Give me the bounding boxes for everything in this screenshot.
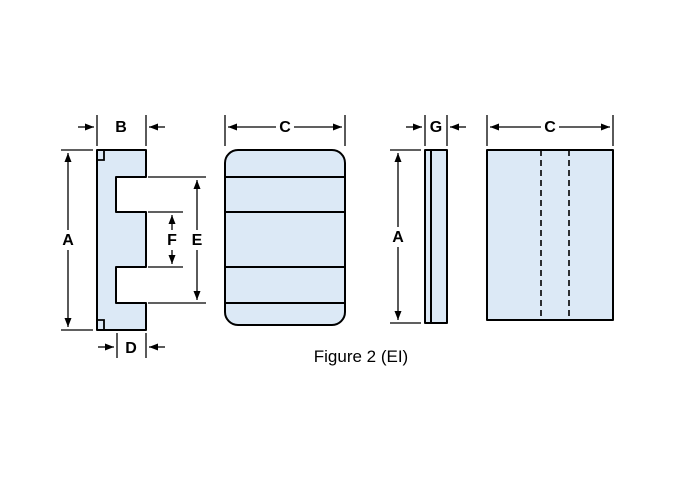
dim-label-G: G xyxy=(430,119,442,136)
dimension-F: F xyxy=(148,211,183,268)
dim-label-E: E xyxy=(192,232,203,249)
dim-label-A: A xyxy=(392,229,404,246)
dim-label-B: B xyxy=(115,119,127,136)
dimension-B: B xyxy=(78,115,165,146)
i-bar-front-view: C xyxy=(486,115,614,321)
figure-caption: Figure 2 (EI) xyxy=(314,347,408,366)
i-bar-side-view: G A xyxy=(389,115,466,324)
label-mask xyxy=(389,227,407,247)
label-mask xyxy=(276,117,294,136)
e-core-front-body xyxy=(224,149,346,326)
dimension-D: D xyxy=(98,333,165,358)
i-bar-front-body xyxy=(486,149,614,321)
interlock-notch-top xyxy=(97,150,105,161)
e-core-front-view: C xyxy=(224,115,346,326)
dimension-C-ibar: C xyxy=(486,115,614,146)
i-bar-side-body xyxy=(424,149,448,324)
dimension-A-ibar: A xyxy=(389,149,421,324)
dimension-E: E xyxy=(148,176,206,304)
interlock-notch-bottom xyxy=(97,319,105,330)
dim-label-F: F xyxy=(167,232,177,249)
dimension-C-ecore: C xyxy=(224,115,346,146)
dim-label-C: C xyxy=(544,119,556,136)
e-core-side-profile xyxy=(96,149,147,331)
label-mask xyxy=(164,230,180,250)
label-mask xyxy=(541,117,559,136)
dimension-G: G xyxy=(406,115,466,146)
label-mask xyxy=(189,230,205,250)
dimension-A-ecore: A xyxy=(59,149,93,331)
label-mask xyxy=(59,230,77,250)
dim-label-A: A xyxy=(62,232,74,249)
e-core-side-view: A B E xyxy=(59,115,206,358)
dim-label-D: D xyxy=(125,340,137,357)
dim-label-C: C xyxy=(279,119,291,136)
